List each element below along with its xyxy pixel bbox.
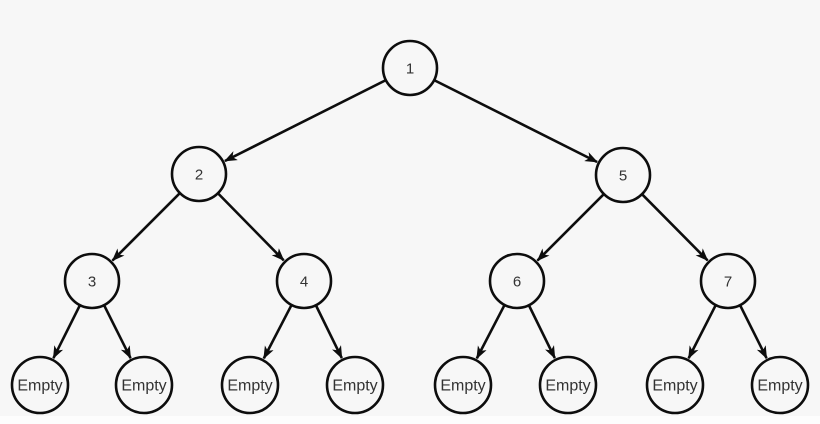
node-label: Empty: [121, 378, 166, 395]
node-circle: [114, 355, 174, 415]
tree-node-7: 7: [699, 252, 757, 310]
node-label: 3: [88, 274, 96, 291]
tree-node-5: 5: [594, 146, 652, 204]
tree-node-empty: Empty: [645, 355, 705, 415]
node-label: 4: [300, 274, 308, 291]
node-label: Empty: [757, 378, 802, 395]
node-label: Empty: [545, 378, 590, 395]
tree-edge-n6-e5: [475, 304, 506, 360]
node-circle: [645, 355, 705, 415]
node-circle: [433, 355, 493, 415]
tree-node-empty: Empty: [433, 355, 493, 415]
tree-edge-n4-e4: [314, 304, 343, 359]
node-circle: [220, 355, 280, 415]
node-circle: [381, 39, 439, 97]
tree-edge-n1-n2: [224, 78, 387, 163]
node-circle: [10, 355, 70, 415]
node-circle: [699, 252, 757, 310]
node-label: 1: [406, 61, 414, 78]
tree-edge-n7-e8: [738, 304, 768, 360]
tree-node-4: 4: [275, 252, 333, 310]
node-circle: [488, 252, 546, 310]
node-label: 5: [619, 168, 627, 185]
tree-node-empty: Empty: [538, 355, 598, 415]
node-circle: [325, 355, 385, 415]
tree-node-2: 2: [170, 145, 228, 203]
node-circle: [750, 355, 810, 415]
node-circle: [63, 252, 121, 310]
tree-edge-n1-n5: [433, 78, 598, 164]
node-label: Empty: [17, 378, 62, 395]
tree-edge-n2-n4: [216, 192, 285, 262]
tree-edge-n5-n6: [536, 193, 605, 262]
node-label: 2: [195, 167, 203, 184]
tree-edge-n7-e7: [687, 304, 717, 360]
node-label: Empty: [652, 378, 697, 395]
tree-edge-n2-n3: [111, 192, 181, 262]
tree-node-empty: Empty: [114, 355, 174, 415]
tree-node-empty: Empty: [10, 355, 70, 415]
bottom-strip: [0, 416, 820, 424]
tree-node-empty: Empty: [325, 355, 385, 415]
tree-edge-n5-n7: [641, 193, 709, 262]
node-circle: [275, 252, 333, 310]
tree-node-6: 6: [488, 252, 546, 310]
tree-edge-n3-e2: [102, 304, 132, 360]
node-circle: [594, 146, 652, 204]
tree-node-3: 3: [63, 252, 121, 310]
node-label: 6: [513, 274, 521, 291]
tree-edge-n3-e1: [52, 304, 82, 360]
node-circle: [538, 355, 598, 415]
node-label: Empty: [332, 378, 377, 395]
node-label: 7: [724, 274, 732, 291]
tree-edge-n6-e6: [527, 304, 556, 359]
node-label: Empty: [440, 378, 485, 395]
tree-node-empty: Empty: [750, 355, 810, 415]
tree-node-1: 1: [381, 39, 439, 97]
node-circle: [170, 145, 228, 203]
node-label: Empty: [227, 378, 272, 395]
tree-edge-n4-e3: [262, 304, 293, 360]
tree-node-empty: Empty: [220, 355, 280, 415]
